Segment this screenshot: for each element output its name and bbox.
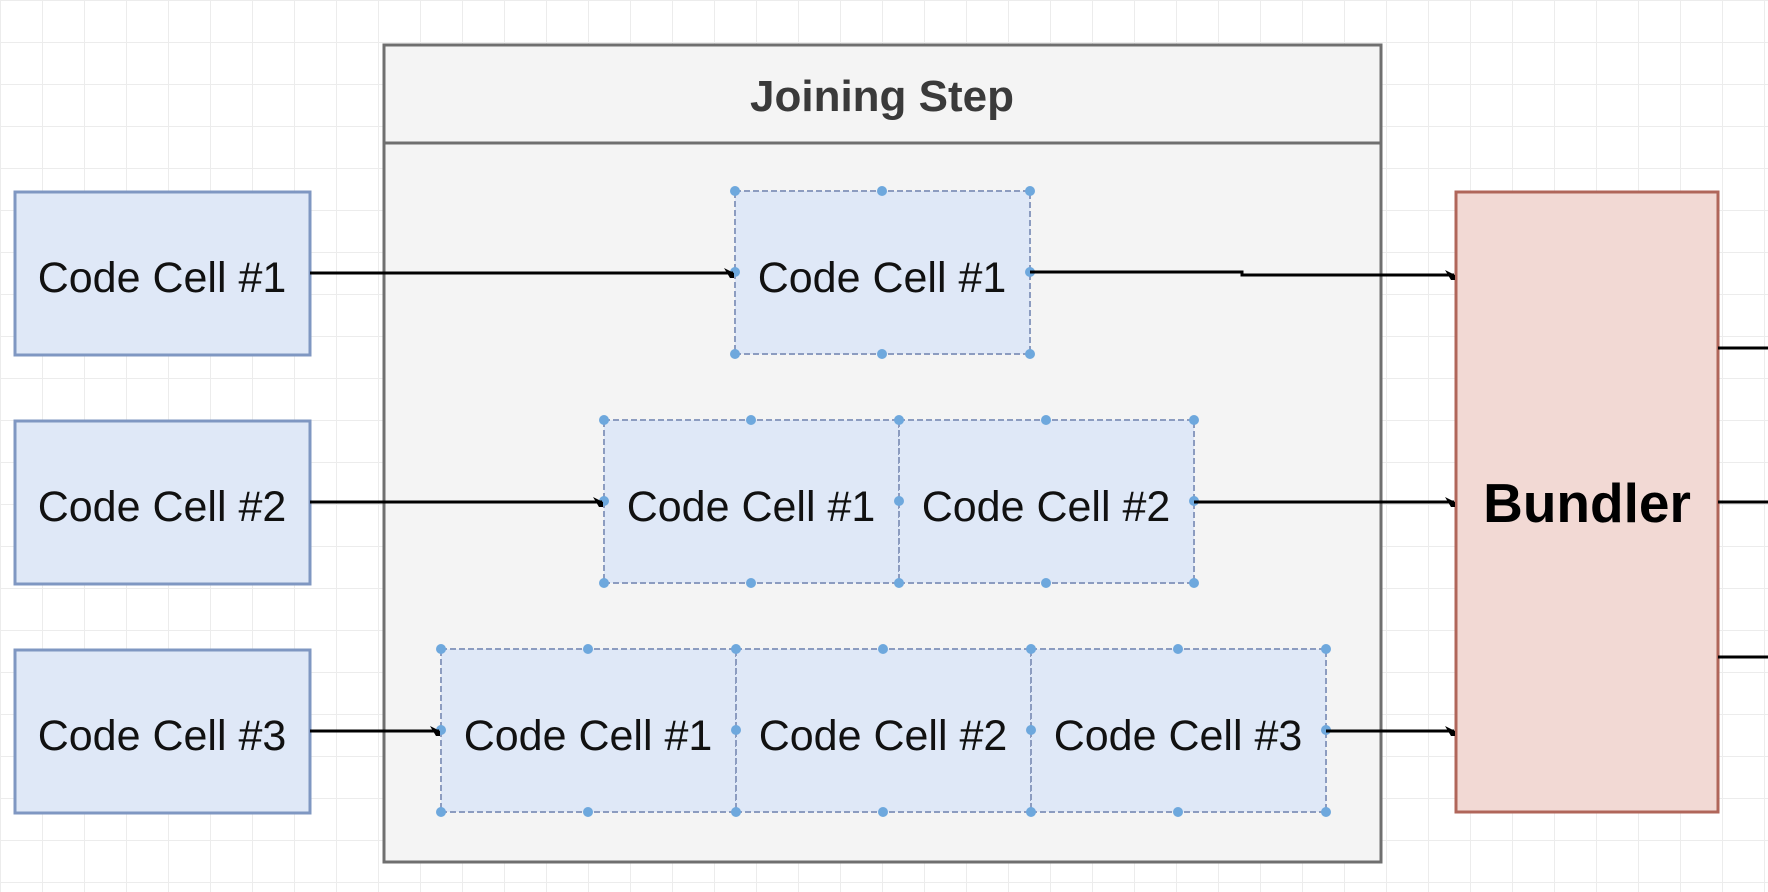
- arrow-connector[interactable]: [1030, 272, 1454, 275]
- selection-handle[interactable]: [878, 807, 888, 817]
- selection-handle[interactable]: [1173, 807, 1183, 817]
- joined-cell[interactable]: [1030, 648, 1327, 813]
- joined-cell[interactable]: [603, 419, 900, 584]
- selection-handle[interactable]: [1026, 725, 1036, 735]
- joined-cell-label: Code Cell #1: [758, 254, 1007, 302]
- selection-handle[interactable]: [1025, 349, 1035, 359]
- selection-handle[interactable]: [1041, 578, 1051, 588]
- selection-handle[interactable]: [731, 725, 741, 735]
- selection-handle[interactable]: [730, 349, 740, 359]
- input-cell-label: Code Cell #2: [38, 483, 287, 531]
- selection-handle[interactable]: [1173, 644, 1183, 654]
- selection-handle[interactable]: [1026, 807, 1036, 817]
- bundler-box[interactable]: Bundler: [1454, 190, 1720, 814]
- selection-handle[interactable]: [1026, 644, 1036, 654]
- joined-cell-label: Code Cell #1: [627, 483, 876, 531]
- selection-handle[interactable]: [583, 644, 593, 654]
- joined-cell[interactable]: [734, 190, 1031, 355]
- selection-handle[interactable]: [436, 644, 446, 654]
- joined-cell-label: Code Cell #2: [922, 483, 1171, 531]
- input-cell-label: Code Cell #3: [38, 712, 287, 760]
- joined-row-1[interactable]: Code Cell #1: [734, 190, 1031, 355]
- selection-handle[interactable]: [746, 578, 756, 588]
- selection-handle[interactable]: [1025, 186, 1035, 196]
- selection-handle[interactable]: [436, 807, 446, 817]
- selection-handle[interactable]: [599, 578, 609, 588]
- selection-handle[interactable]: [894, 415, 904, 425]
- joined-cell-label: Code Cell #2: [759, 712, 1008, 760]
- selection-handle[interactable]: [583, 807, 593, 817]
- joining-step-title: Joining Step: [750, 72, 1014, 121]
- selection-handle[interactable]: [878, 644, 888, 654]
- joined-cell-label: Code Cell #3: [1054, 712, 1303, 760]
- input-cell-label: Code Cell #1: [38, 254, 287, 302]
- input-cell[interactable]: Code Cell #3: [13, 648, 312, 815]
- joined-cell-label: Code Cell #1: [464, 712, 713, 760]
- joining-step-header: [382, 43, 1383, 145]
- input-cell[interactable]: Code Cell #1: [13, 190, 312, 357]
- selection-handle[interactable]: [1321, 644, 1331, 654]
- selection-handle[interactable]: [894, 578, 904, 588]
- bundler-label: Bundler: [1483, 472, 1691, 534]
- joined-cell[interactable]: [735, 648, 1032, 813]
- selection-handles: [436, 186, 1331, 817]
- selection-handle[interactable]: [877, 186, 887, 196]
- selection-handle[interactable]: [894, 496, 904, 506]
- connectors: [310, 272, 1768, 731]
- selection-handle[interactable]: [877, 349, 887, 359]
- selection-handle[interactable]: [599, 415, 609, 425]
- selection-handle[interactable]: [746, 415, 756, 425]
- input-cell[interactable]: Code Cell #2: [13, 419, 312, 586]
- selection-handle[interactable]: [1041, 415, 1051, 425]
- joined-row-2[interactable]: Code Cell #1 Code Cell #2: [603, 419, 1195, 584]
- selection-handle[interactable]: [731, 644, 741, 654]
- selection-handle[interactable]: [1189, 578, 1199, 588]
- selection-handle[interactable]: [1189, 415, 1199, 425]
- selection-handle[interactable]: [730, 186, 740, 196]
- joined-cell[interactable]: [898, 419, 1195, 584]
- joined-row-3[interactable]: Code Cell #1 Code Cell #2 Code Cell #3: [440, 648, 1327, 813]
- selection-handle[interactable]: [731, 807, 741, 817]
- selection-handle[interactable]: [1321, 807, 1331, 817]
